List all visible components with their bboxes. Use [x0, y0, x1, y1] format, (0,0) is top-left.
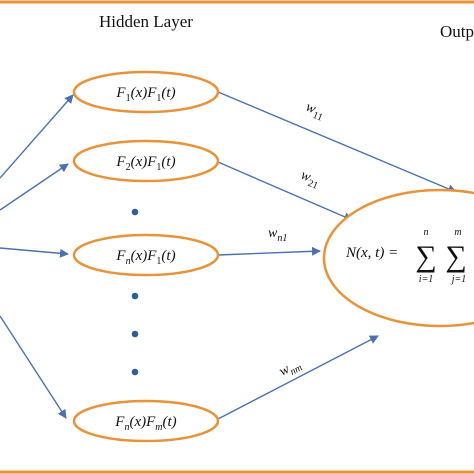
input-arrow-2 — [0, 163, 69, 211]
hidden-node-3: Fn(x)F1(t) — [72, 233, 220, 277]
ellipsis-dots-upper — [131, 208, 139, 216]
output-arrows — [217, 91, 457, 420]
hidden-node-1-ellipse — [72, 70, 220, 114]
output-node-lhs: N(x, t) = — [345, 245, 398, 261]
output-layer-title: Outp — [440, 22, 474, 41]
weight-label-2: w21 — [297, 168, 322, 192]
sum1-upper-limit: n — [424, 227, 429, 238]
hidden-layer-title: Hidden Layer — [99, 12, 193, 31]
input-arrow-4 — [0, 315, 67, 419]
hidden-node-4-ellipse — [72, 399, 220, 443]
dot — [131, 292, 139, 300]
weight-label-4: wnm — [277, 356, 305, 382]
hidden-node-2-ellipse — [72, 139, 220, 183]
weight-labels: w11 w21 wn1 wnm — [268, 100, 327, 382]
output-arrow-4 — [217, 335, 379, 420]
input-arrow-3 — [0, 247, 69, 258]
sum2-upper-limit: m — [454, 227, 461, 238]
sum-symbol-2: ∑ — [445, 240, 466, 273]
dot — [131, 330, 139, 338]
sum-symbol-1: ∑ — [415, 240, 436, 273]
output-arrow-2 — [217, 161, 353, 221]
sum1-lower-limit: i=1 — [419, 274, 434, 285]
hidden-node-1-formula: F1(x)F1(t) — [115, 85, 175, 104]
hidden-node-4: Fn(x)Fm(t) — [72, 399, 220, 443]
input-arrows — [0, 94, 74, 419]
hidden-node-2-formula: F2(x)F1(t) — [115, 154, 175, 173]
weight-label-1: w11 — [302, 100, 326, 124]
weight-label-3: wn1 — [268, 226, 287, 244]
output-arrow-1 — [217, 91, 457, 194]
hidden-node-1: F1(x)F1(t) — [72, 70, 220, 114]
output-node: N(x, t) = ∑ n i=1 ∑ m j=1 — [322, 188, 474, 328]
hidden-node-3-ellipse — [72, 233, 220, 277]
hidden-node-3-formula: Fn(x)F1(t) — [115, 248, 175, 267]
output-arrow-3 — [217, 246, 321, 256]
ellipsis-dots-lower — [131, 292, 139, 376]
dot — [131, 368, 139, 376]
hidden-node-2: F2(x)F1(t) — [72, 139, 220, 183]
input-arrow-1 — [0, 94, 74, 179]
output-node-ellipse — [322, 188, 474, 328]
dot — [131, 208, 139, 216]
sum2-lower-limit: j=1 — [450, 274, 467, 285]
